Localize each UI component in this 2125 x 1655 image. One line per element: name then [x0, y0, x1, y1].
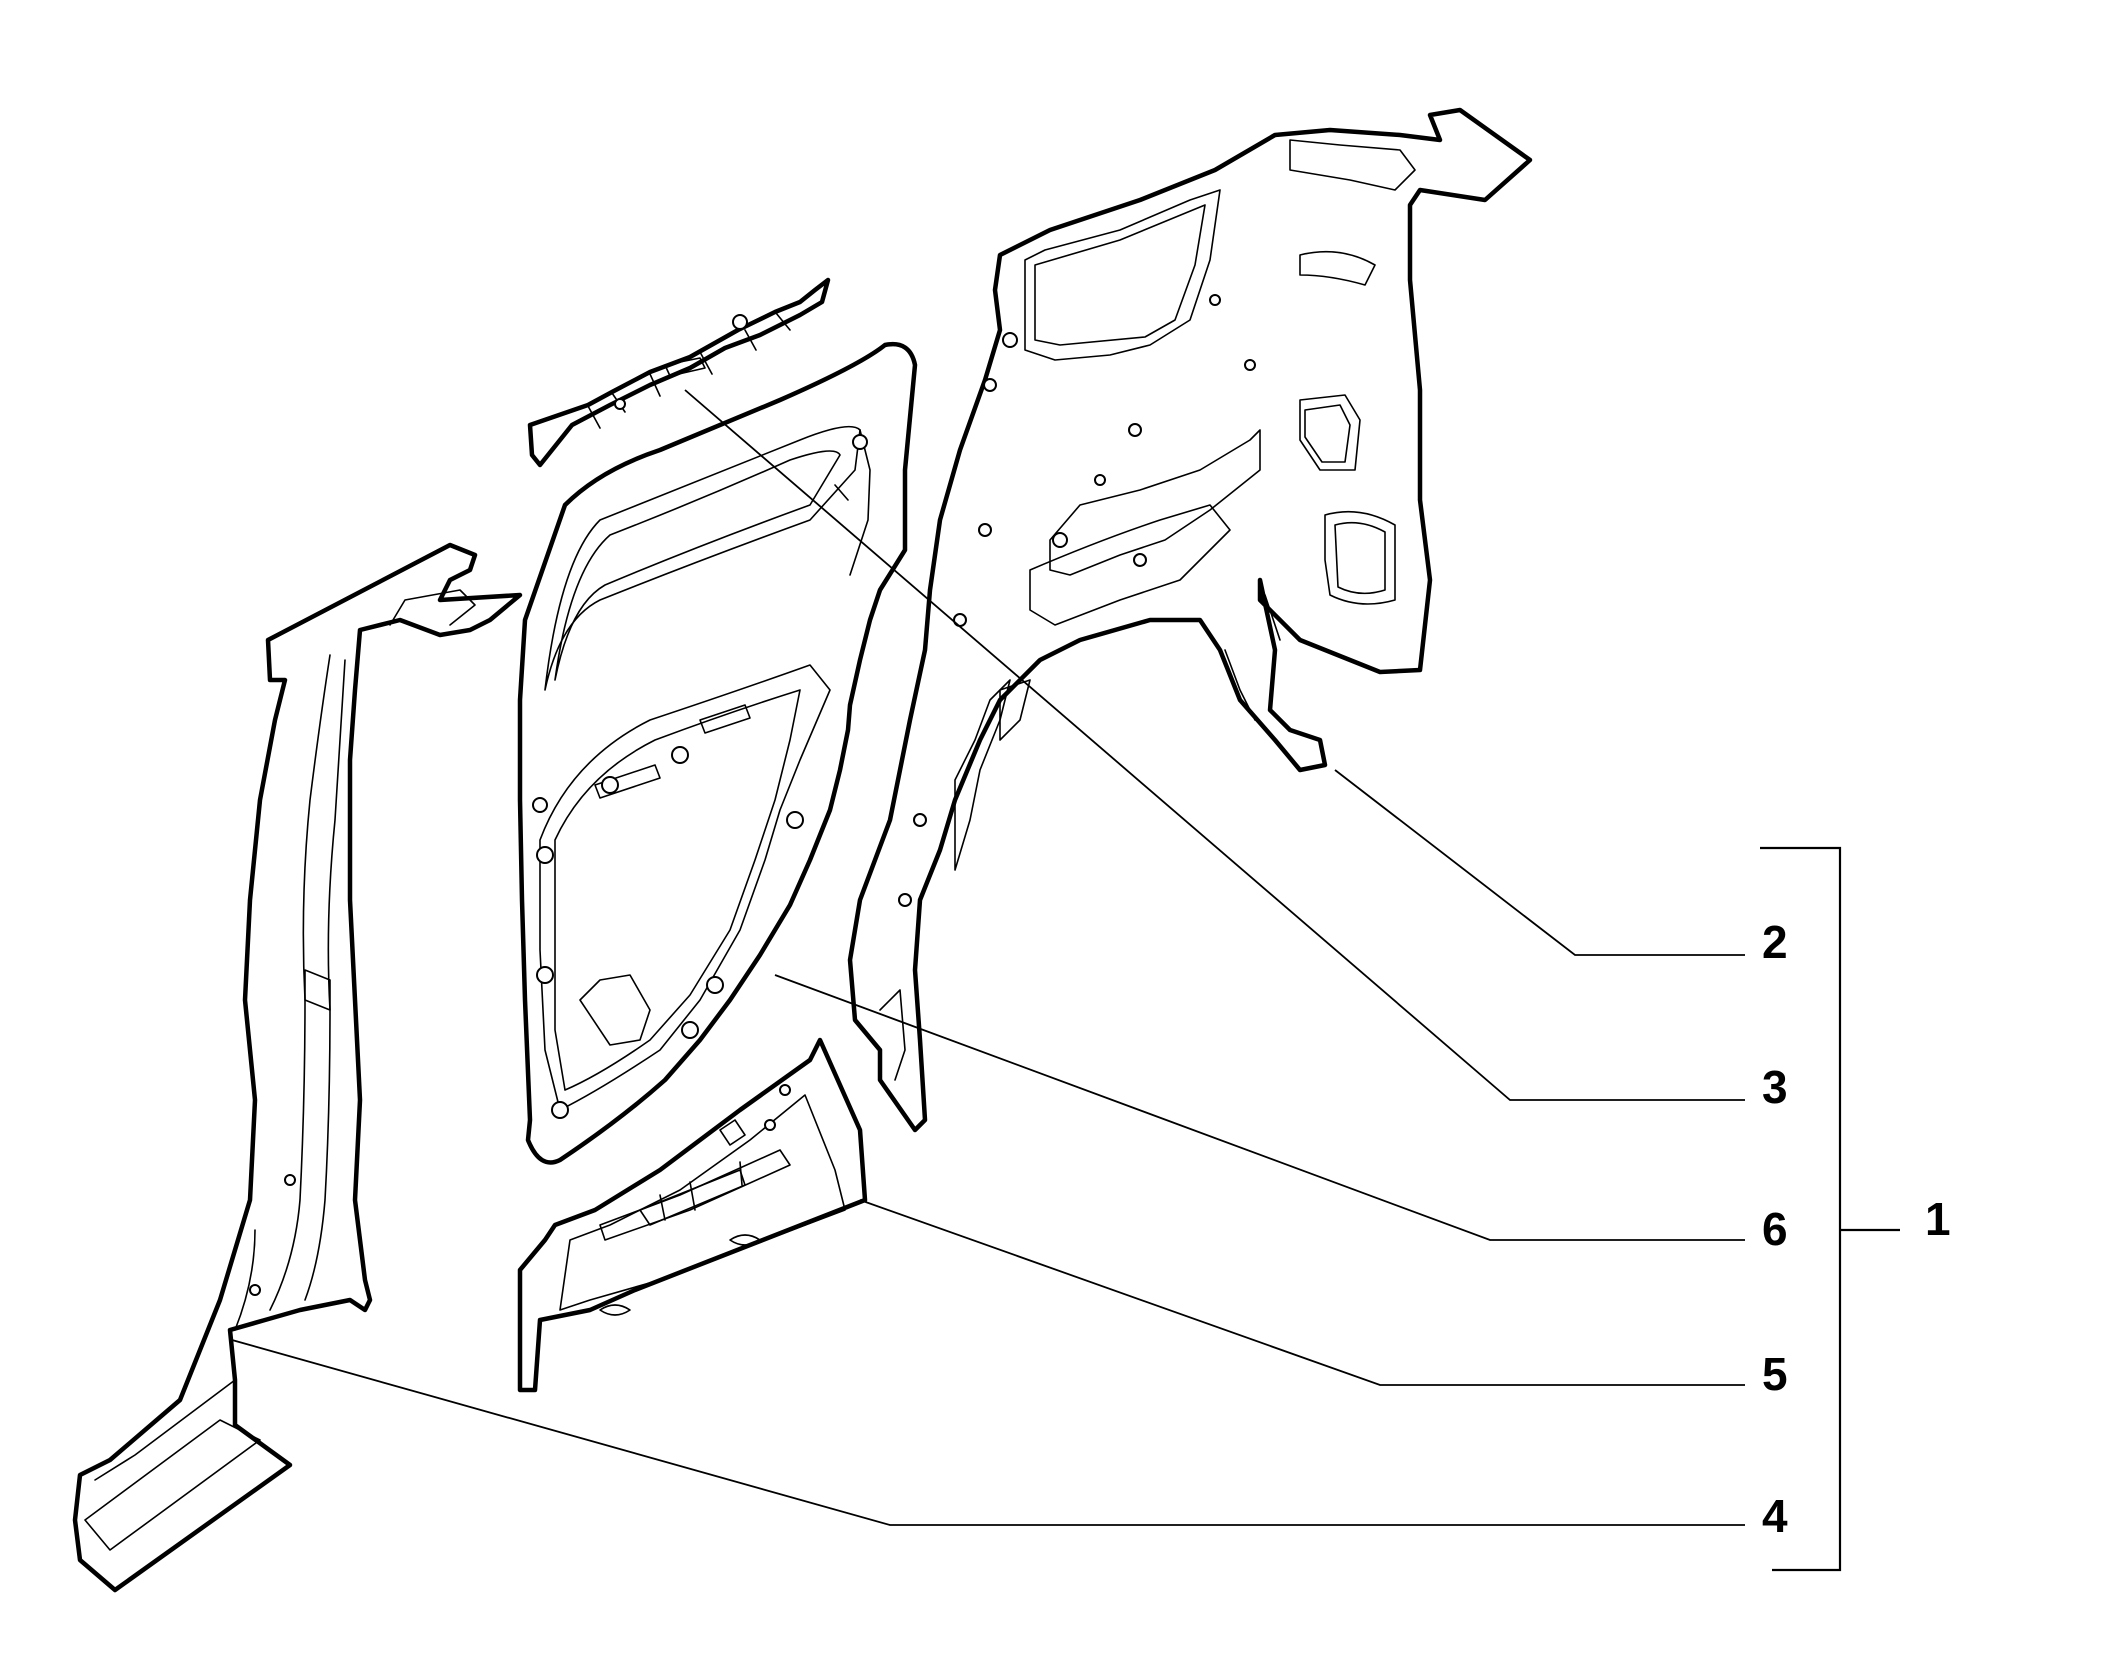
callout-3: 3	[1762, 1061, 1788, 1113]
leader-line-3	[684, 389, 1745, 1101]
callout-2: 2	[1762, 916, 1788, 968]
callout-labels: 2 3 6 5 4 1	[1762, 916, 1951, 1542]
part-2-rear-side-body	[847, 107, 1533, 1133]
leader-lines	[231, 389, 1745, 1526]
leader-line-6	[774, 974, 1745, 1241]
leader-line-5	[859, 1199, 1745, 1386]
part-3-upper-rail	[527, 277, 831, 468]
group-bracket	[1760, 846, 1900, 1572]
part-4-b-pillar	[72, 542, 523, 1593]
leader-line-2	[1334, 769, 1745, 956]
part-6-door-inner-panel	[517, 341, 918, 1165]
leader-line-4	[231, 1339, 1745, 1526]
part-5-sill-panel	[517, 1037, 868, 1393]
callout-6: 6	[1762, 1203, 1788, 1255]
callout-4: 4	[1762, 1490, 1788, 1542]
callout-1-group: 1	[1925, 1193, 1951, 1245]
callout-5: 5	[1762, 1348, 1788, 1400]
